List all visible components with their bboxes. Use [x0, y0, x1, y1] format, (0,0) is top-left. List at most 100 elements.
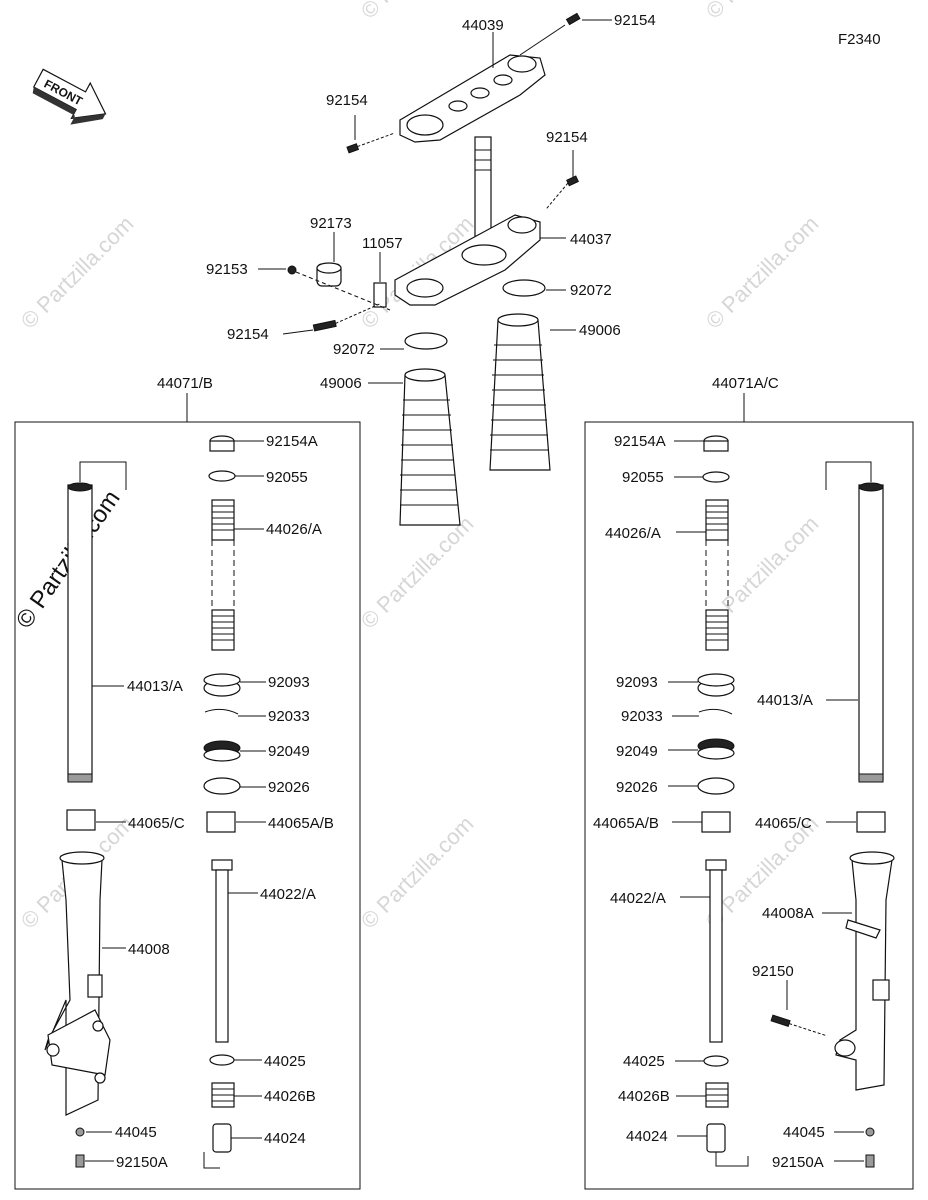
spring-left — [211, 499, 235, 651]
bolt-92154-m — [546, 175, 579, 209]
bushing-right-c — [856, 811, 886, 833]
label-92093-r: 92093 — [616, 674, 658, 691]
spring-44026B-left — [211, 1082, 235, 1108]
label-44008A-r: 44008A — [762, 905, 814, 922]
inner-tube-right — [858, 482, 884, 783]
label-44013A: 44013/A — [127, 678, 183, 695]
clamp-92173 — [316, 262, 342, 287]
label-92093: 92093 — [268, 674, 310, 691]
oring-92055-left — [208, 470, 236, 482]
label-44008: 44008 — [128, 941, 170, 958]
label-44022A-r: 44022/A — [610, 890, 666, 907]
label-92154-m: 92154 — [546, 129, 588, 146]
bushing-right-ab — [701, 811, 731, 833]
label-44024: 44024 — [264, 1130, 306, 1147]
label-92154-tr: 92154 — [614, 12, 656, 29]
seal-92049-right — [697, 738, 735, 760]
label-92150A-r: 92150A — [772, 1154, 824, 1171]
cap-bolt-right — [703, 435, 729, 452]
seal-92093-right — [697, 673, 735, 697]
outer-tube-right — [834, 851, 895, 1091]
boot-49006-left — [399, 368, 461, 526]
label-92049-r: 92049 — [616, 743, 658, 760]
leader — [519, 24, 566, 56]
label-92150-r: 92150 — [752, 963, 794, 980]
oring-92055-right — [702, 471, 730, 483]
watermark: © Partzilla.com — [16, 211, 139, 334]
watermark: © Partzilla.com — [356, 0, 479, 24]
label-92173: 92173 — [310, 215, 352, 232]
clamp-92072-r — [502, 279, 546, 297]
label-44025-r: 44025 — [623, 1053, 665, 1070]
figure-code: F2340 — [838, 31, 881, 48]
watermark: © Partzilla.com — [356, 811, 479, 934]
left-group-title: 44071/B — [157, 375, 213, 392]
label-44037: 44037 — [570, 231, 612, 248]
damper-rod-right — [705, 859, 727, 1043]
front-arrow: FRONT — [32, 68, 107, 125]
label-92026-r: 92026 — [616, 779, 658, 796]
label-44022A: 44022/A — [260, 886, 316, 903]
bolt-92150A-right — [865, 1154, 875, 1168]
nut-92153 — [287, 265, 297, 275]
label-92154A-r: 92154A — [614, 433, 666, 450]
label-44026B: 44026B — [264, 1088, 316, 1105]
spring-44026B-right — [705, 1082, 729, 1108]
label-44025: 44025 — [264, 1053, 306, 1070]
washer-92026-left — [203, 777, 241, 795]
bolt-92154-l — [346, 133, 394, 154]
label-92049: 92049 — [268, 743, 310, 760]
washer-92026-right — [697, 777, 735, 795]
label-49006-r: 49006 — [579, 322, 621, 339]
damper-rod-left — [211, 859, 233, 1043]
label-92072-l: 92072 — [333, 341, 375, 358]
label-92154A: 92154A — [266, 433, 318, 450]
bracket-11057 — [373, 282, 387, 308]
watermark: © Partzilla.com — [701, 0, 824, 24]
ring-44025-right — [703, 1055, 729, 1067]
label-92154-b: 92154 — [227, 326, 269, 343]
washer-44045-left — [75, 1127, 85, 1137]
lower-bracket — [394, 214, 541, 306]
label-92055: 92055 — [266, 469, 308, 486]
label-92026: 92026 — [268, 779, 310, 796]
label-44026B-r: 44026B — [618, 1088, 670, 1105]
bushing-left-ab — [206, 811, 236, 833]
outer-tube-left — [44, 851, 111, 1116]
label-11057: 11057 — [362, 235, 403, 252]
inner-tube-left — [67, 482, 93, 783]
label-44065C-r: 44065/C — [755, 815, 812, 832]
right-group-box — [584, 421, 914, 1190]
label-44024-r: 44024 — [626, 1128, 668, 1145]
spring-right — [705, 499, 729, 651]
label-44026A-r: 44026/A — [605, 525, 661, 542]
label-92033-r: 92033 — [621, 708, 663, 725]
cap-bolt-left — [209, 435, 235, 452]
bolt-92150-right — [770, 1014, 828, 1037]
boot-49006-right — [489, 313, 551, 471]
watermark: © Partzilla.com — [701, 211, 824, 334]
left-group-box — [14, 421, 361, 1190]
label-44026A: 44026/A — [266, 521, 322, 538]
seal-92049-left — [203, 740, 241, 762]
collar-44024-right — [706, 1123, 726, 1153]
label-44065AB: 44065A/B — [268, 815, 334, 832]
bolt-92154-b — [312, 303, 381, 332]
label-92150A: 92150A — [116, 1154, 168, 1171]
label-44013A-r: 44013/A — [757, 692, 813, 709]
clip-92033-right — [698, 708, 733, 715]
label-92072-r: 92072 — [570, 282, 612, 299]
ring-44025-left — [209, 1054, 235, 1066]
bolt-92154-tr — [565, 12, 581, 26]
clamp-92072-l — [404, 332, 448, 350]
watermark: © Partzilla.com — [356, 511, 479, 634]
label-44065C: 44065/C — [128, 815, 185, 832]
bushing-left-c — [66, 809, 96, 831]
label-92033: 92033 — [268, 708, 310, 725]
right-group-title: 44071A/C — [712, 375, 779, 392]
seal-92093-left — [203, 673, 241, 697]
label-44065AB-r: 44065A/B — [593, 815, 659, 832]
steering-stem — [474, 136, 492, 258]
washer-44045-right — [865, 1127, 875, 1137]
label-92153: 92153 — [206, 261, 248, 278]
